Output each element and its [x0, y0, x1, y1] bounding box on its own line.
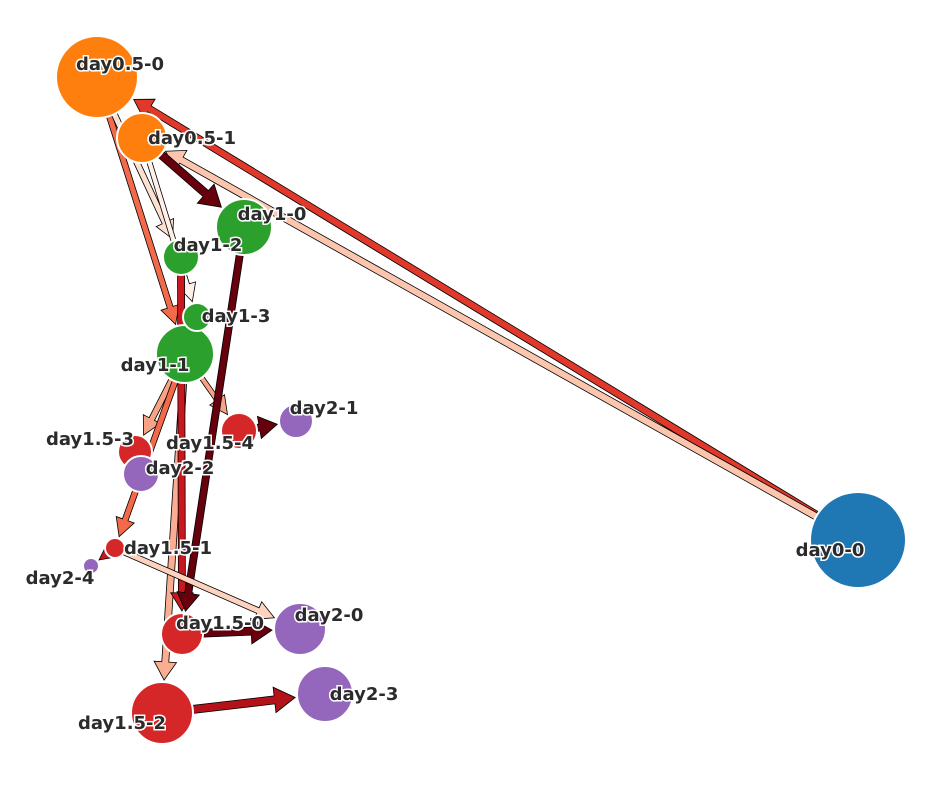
- node-label-day1-0: day1-0: [238, 204, 307, 225]
- node-day0-0: [809, 491, 907, 589]
- node-day0.5-0: [55, 35, 139, 119]
- node-label-day1-2: day1-2: [174, 235, 243, 256]
- node-day1-2: [162, 238, 200, 276]
- labels-layer: day0-0 day0.5-0 day0.5-1 day1-0 day1-1 day1-2…: [24, 53, 866, 736]
- node-label-day1-1: day1-1: [121, 355, 190, 376]
- node-day1.5-4: [220, 412, 258, 450]
- node-day1.5-1: [104, 537, 126, 559]
- node-day1.5-2: [130, 681, 194, 745]
- node-label-day2-4: day2-4: [26, 568, 95, 589]
- node-day0.5-1: [116, 112, 168, 164]
- node-day2-1: [278, 403, 314, 439]
- node-label-day0-0: day0-0: [796, 540, 865, 561]
- node-day1-0: [215, 198, 273, 256]
- node-label-day0.5-1: day0.5-1: [148, 128, 236, 149]
- node-label-day1.5-4: day1.5-4: [166, 433, 254, 454]
- edge-day1-0-to-day1.5-0: [176, 226, 248, 613]
- node-label-day2-0: day2-0: [295, 605, 364, 626]
- node-label-day2-1: day2-1: [290, 398, 359, 419]
- node-day2-3: [296, 665, 354, 723]
- node-day2-0: [273, 602, 327, 656]
- node-day1-3: [182, 302, 212, 332]
- node-label-day2-3: day2-3: [330, 684, 399, 705]
- edge-day1.5-1-to-day2-0: [113, 544, 276, 620]
- node-day2-2: [122, 455, 160, 493]
- node-label-day1.5-2: day1.5-2: [78, 713, 166, 734]
- nodes-layer: [55, 35, 907, 745]
- node-label-day2-2: day2-2: [146, 458, 215, 479]
- node-day2-4: [82, 557, 100, 575]
- node-label-day1.5-0: day1.5-0: [176, 613, 264, 634]
- node-label-day1.5-3: day1.5-3: [46, 429, 134, 450]
- node-label-day1.5-1: day1.5-1: [124, 538, 212, 559]
- node-label-day0.5-0: day0.5-0: [76, 54, 164, 75]
- node-day1.5-0: [160, 612, 204, 656]
- node-label-day1-3: day1-3: [202, 306, 271, 327]
